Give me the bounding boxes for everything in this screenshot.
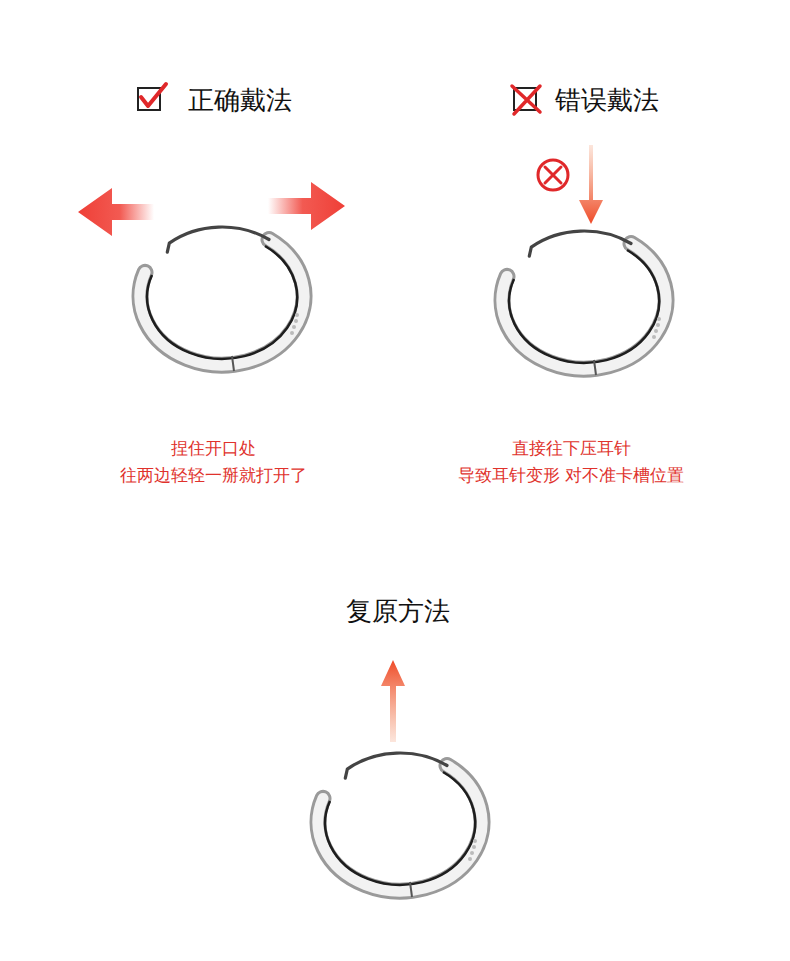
- instruction-note: 捏住开口处 往两边轻轻一掰就打开了: [120, 435, 307, 489]
- instruction-note: 直接往下压耳针 导致耳针变形 对不准卡槽位置: [458, 435, 684, 489]
- section-heading: 错误戴法: [555, 80, 659, 122]
- section-heading: 正确戴法: [188, 80, 292, 122]
- section-heading: 复原方法: [346, 591, 450, 633]
